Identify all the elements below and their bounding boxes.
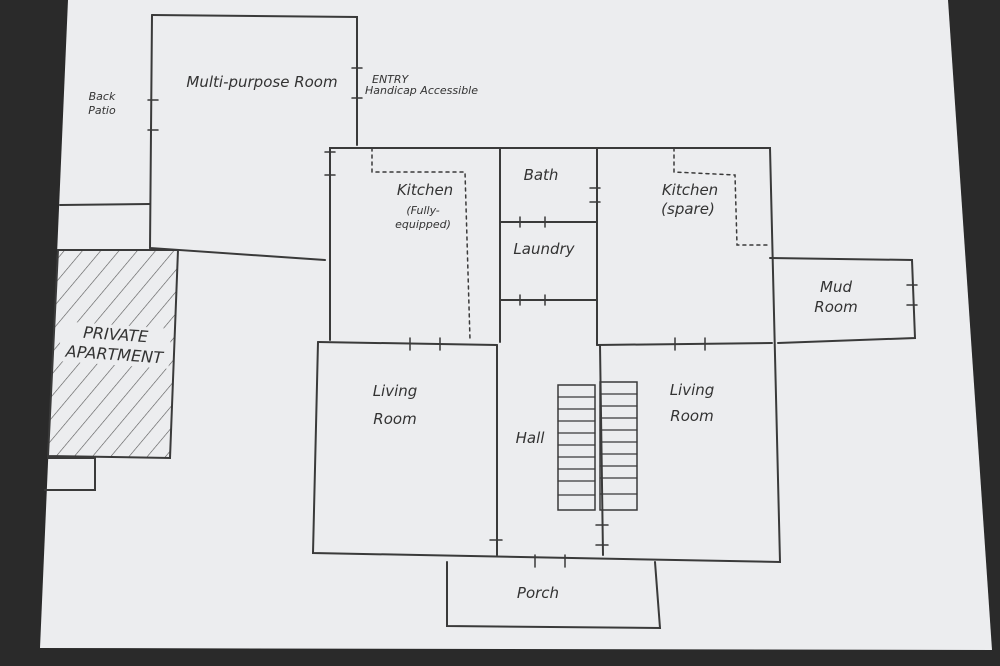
entry-note: Handicap Accessible: [365, 84, 479, 97]
house-outer-walls: [311, 147, 782, 564]
entry-label: ENTRY: [372, 73, 409, 86]
room-label-hall: Hall: [515, 429, 545, 447]
kitchen-main-note: (Fully-equipped): [395, 204, 451, 231]
paper: [40, 0, 992, 650]
room-label-laundry: Laundry: [513, 240, 575, 258]
stair-treads: [557, 393, 638, 496]
kitchen-spare-note: (spare): [661, 200, 715, 218]
spare-kitchen-counter-dotted: [673, 147, 769, 246]
room-label-bath: Bath: [523, 166, 559, 184]
mud-room-walls: [769, 257, 917, 344]
room-label-kitchen-spare: Kitchen: [661, 181, 719, 199]
door-marks: [147, 67, 918, 568]
wall: [317, 341, 498, 346]
room-label-back-patio: Back Patio: [88, 90, 116, 117]
back-patio-line: [59, 203, 151, 206]
room-label-private-apartment: PRIVATE APARTMENT: [58, 321, 172, 369]
multipurpose-room-walls: [151, 14, 358, 146]
room-label-multipurpose: Multi-purpose Room: [186, 73, 338, 91]
room-label-living-left: Living Room: [372, 382, 418, 428]
stairs-left: [557, 384, 596, 511]
room-label-living-right: Living Room: [669, 381, 715, 425]
stairs-right: [599, 381, 638, 511]
multipurpose-room-walls-lower: [148, 14, 326, 261]
room-label-kitchen-main: Kitchen: [396, 181, 454, 199]
porch-walls: [446, 561, 662, 630]
room-label-porch: Porch: [516, 584, 560, 602]
apartment-annex: [44, 457, 96, 491]
kitchen-counter-dotted: [371, 147, 471, 341]
wall: [599, 344, 604, 556]
room-label-mud-room: Mud Room: [814, 278, 858, 316]
wall: [596, 342, 773, 346]
